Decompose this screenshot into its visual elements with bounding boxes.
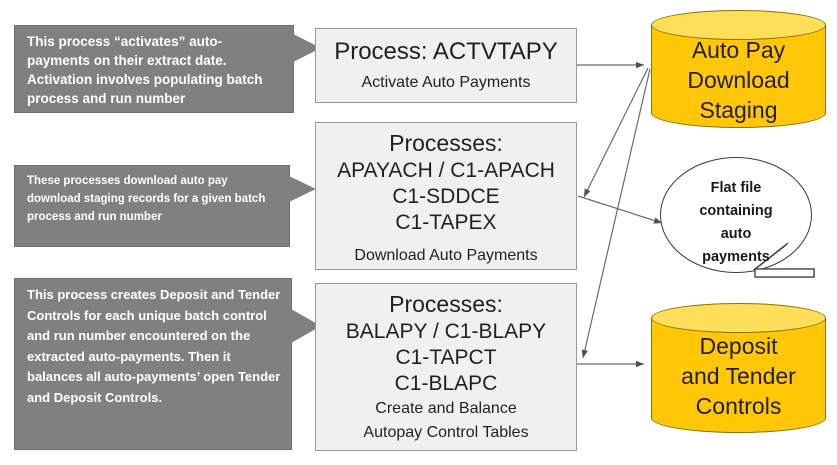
process-box-actvtapy[interactable]: Process: ACTVTAPY Activate Auto Payments [315,28,577,103]
connector-autopay-staging-to-balance [581,68,651,359]
cylinder-top-ellipse [651,303,826,333]
callout-balance-text: This process creates Deposit and Tender … [27,287,281,405]
callout-activate-note: This process “activates” auto-payments o… [14,25,321,113]
oval-shape [660,157,812,273]
connector-autopay-staging-to-download [583,67,649,198]
process-code: C1-BLAPC [394,372,498,395]
process-code: APAYACH / C1-APACH [337,159,555,182]
callout-download-text: These processes download auto pay downlo… [27,175,266,223]
flat-file-callout[interactable]: Flat file containing auto payments [660,157,828,282]
callout-tail-icon [753,243,815,278]
process-box-download-auto-payments[interactable]: Processes: APAYACH / C1-APACH C1-SDDCE C… [315,122,577,270]
database-label: Auto Pay Download Staging [687,37,790,123]
callout-balance-note: This process creates Deposit and Tender … [14,278,321,450]
callout-tail-icon [289,176,316,202]
flat-file-label: Flat file containing auto payments [699,180,773,265]
database-label: Deposit and Tender Controls [681,333,796,419]
process-box-heading: Processes: [389,291,503,317]
callout-download-note: These processes download auto pay downlo… [14,165,316,247]
diagram-title: Auto Payment Batch Process Flow [0,0,1,1]
database-cylinder-deposit-and-tender-controls[interactable]: Deposit and Tender Controls [651,303,826,433]
cylinder-top-ellipse [651,10,826,40]
process-box-subtitle: Create and Balance Autopay Control Table… [363,400,529,441]
process-box-subtitle: Download Auto Payments [354,247,538,264]
process-code: C1-TAPCT [395,346,497,369]
process-code: BALAPY / C1-BLAPY [345,320,547,343]
database-cylinder-auto-pay-download-staging[interactable]: Auto Pay Download Staging [651,10,826,128]
process-box-heading: Process: ACTVTAPY [334,38,558,65]
callout-activate-text: This process “activates” auto-payments o… [27,34,263,106]
process-box-heading: Processes: [389,130,503,156]
process-box-subtitle: Activate Auto Payments [361,74,531,91]
process-box-create-balance-autopay[interactable]: Processes: BALAPY / C1-BLAPY C1-TAPCT C1… [315,283,577,451]
process-code: C1-TAPEX [395,211,497,234]
process-code: C1-SDDCE [392,185,500,208]
cylinder-body [651,318,826,418]
connector-download-to-flatfile [577,195,663,224]
